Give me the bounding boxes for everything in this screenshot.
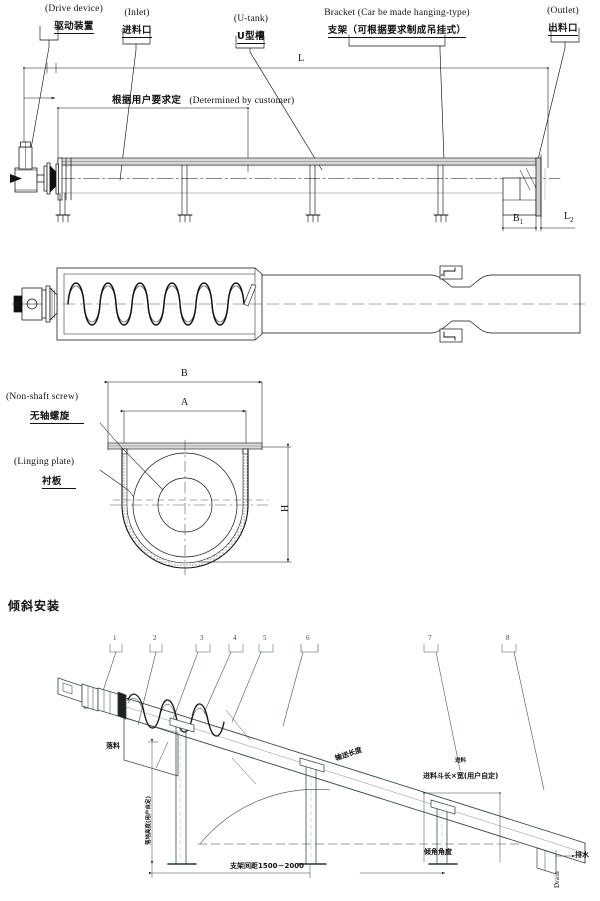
ground-height-label: 落地高度(用户自定) [146,795,152,845]
drive-device-label-en: (Drive device) [45,4,103,14]
drive-device-label-cn: 驱动装置 [54,21,94,34]
outlet-label-en: (Outlet) [547,6,579,16]
drain-label-en: Drain [553,871,561,888]
non-shaft-screw-label-cn: 无轴螺旋 [30,406,84,424]
linging-plate-label-en: (Linging plate) [14,457,75,467]
dim-l2: L2 [564,211,574,224]
discharge-label: 落料 [106,742,120,750]
hopper-dimension-label: 进料斗长×宽(用户自定) [423,772,499,780]
drain-label-cn: 排水 [575,851,589,859]
callout-3: 3 [200,634,204,642]
outlet-label-cn: 出料口 [548,23,578,36]
callout-2: 2 [153,634,157,642]
u-tank-label-cn: U型槽 [237,31,265,44]
bracket-pitch-label: 支架间距1500－2000 [230,862,304,870]
callout-1: 1 [113,634,117,642]
callout-7: 7 [428,634,432,642]
bracket-label-en: Bracket (Car be made hanging-type) [324,8,470,18]
callout-8: 8 [506,634,510,642]
inlet-label-cn: 进料口 [122,25,152,38]
hopper-small-label: 进料 [455,758,467,764]
bracket-label-cn: 支架（可根据要求制成吊挂式） [327,25,467,38]
dim-width-a: A [181,397,189,408]
dim-overall-length: L [298,53,305,64]
callout-5: 5 [263,634,267,642]
dim-width-b: B [181,368,188,379]
dim-height-h: H [280,504,291,512]
dim-customer-note: 根据用户要求定 (Determined by customer) [112,95,295,106]
callout-4: 4 [233,634,237,642]
section-title-inclined-installation: 倾斜安装 [8,599,61,613]
incline-angle-label: 倾角角度 [424,848,452,856]
callout-6: 6 [306,634,310,642]
non-shaft-screw-label-en: (Non-shaft screw) [6,392,79,402]
linging-plate-label-cn: 衬板 [42,471,76,489]
inlet-label-en: (Inlet) [124,8,150,18]
u-tank-label-en: (U-tank) [233,14,269,24]
dim-b1: B1 [513,213,524,226]
